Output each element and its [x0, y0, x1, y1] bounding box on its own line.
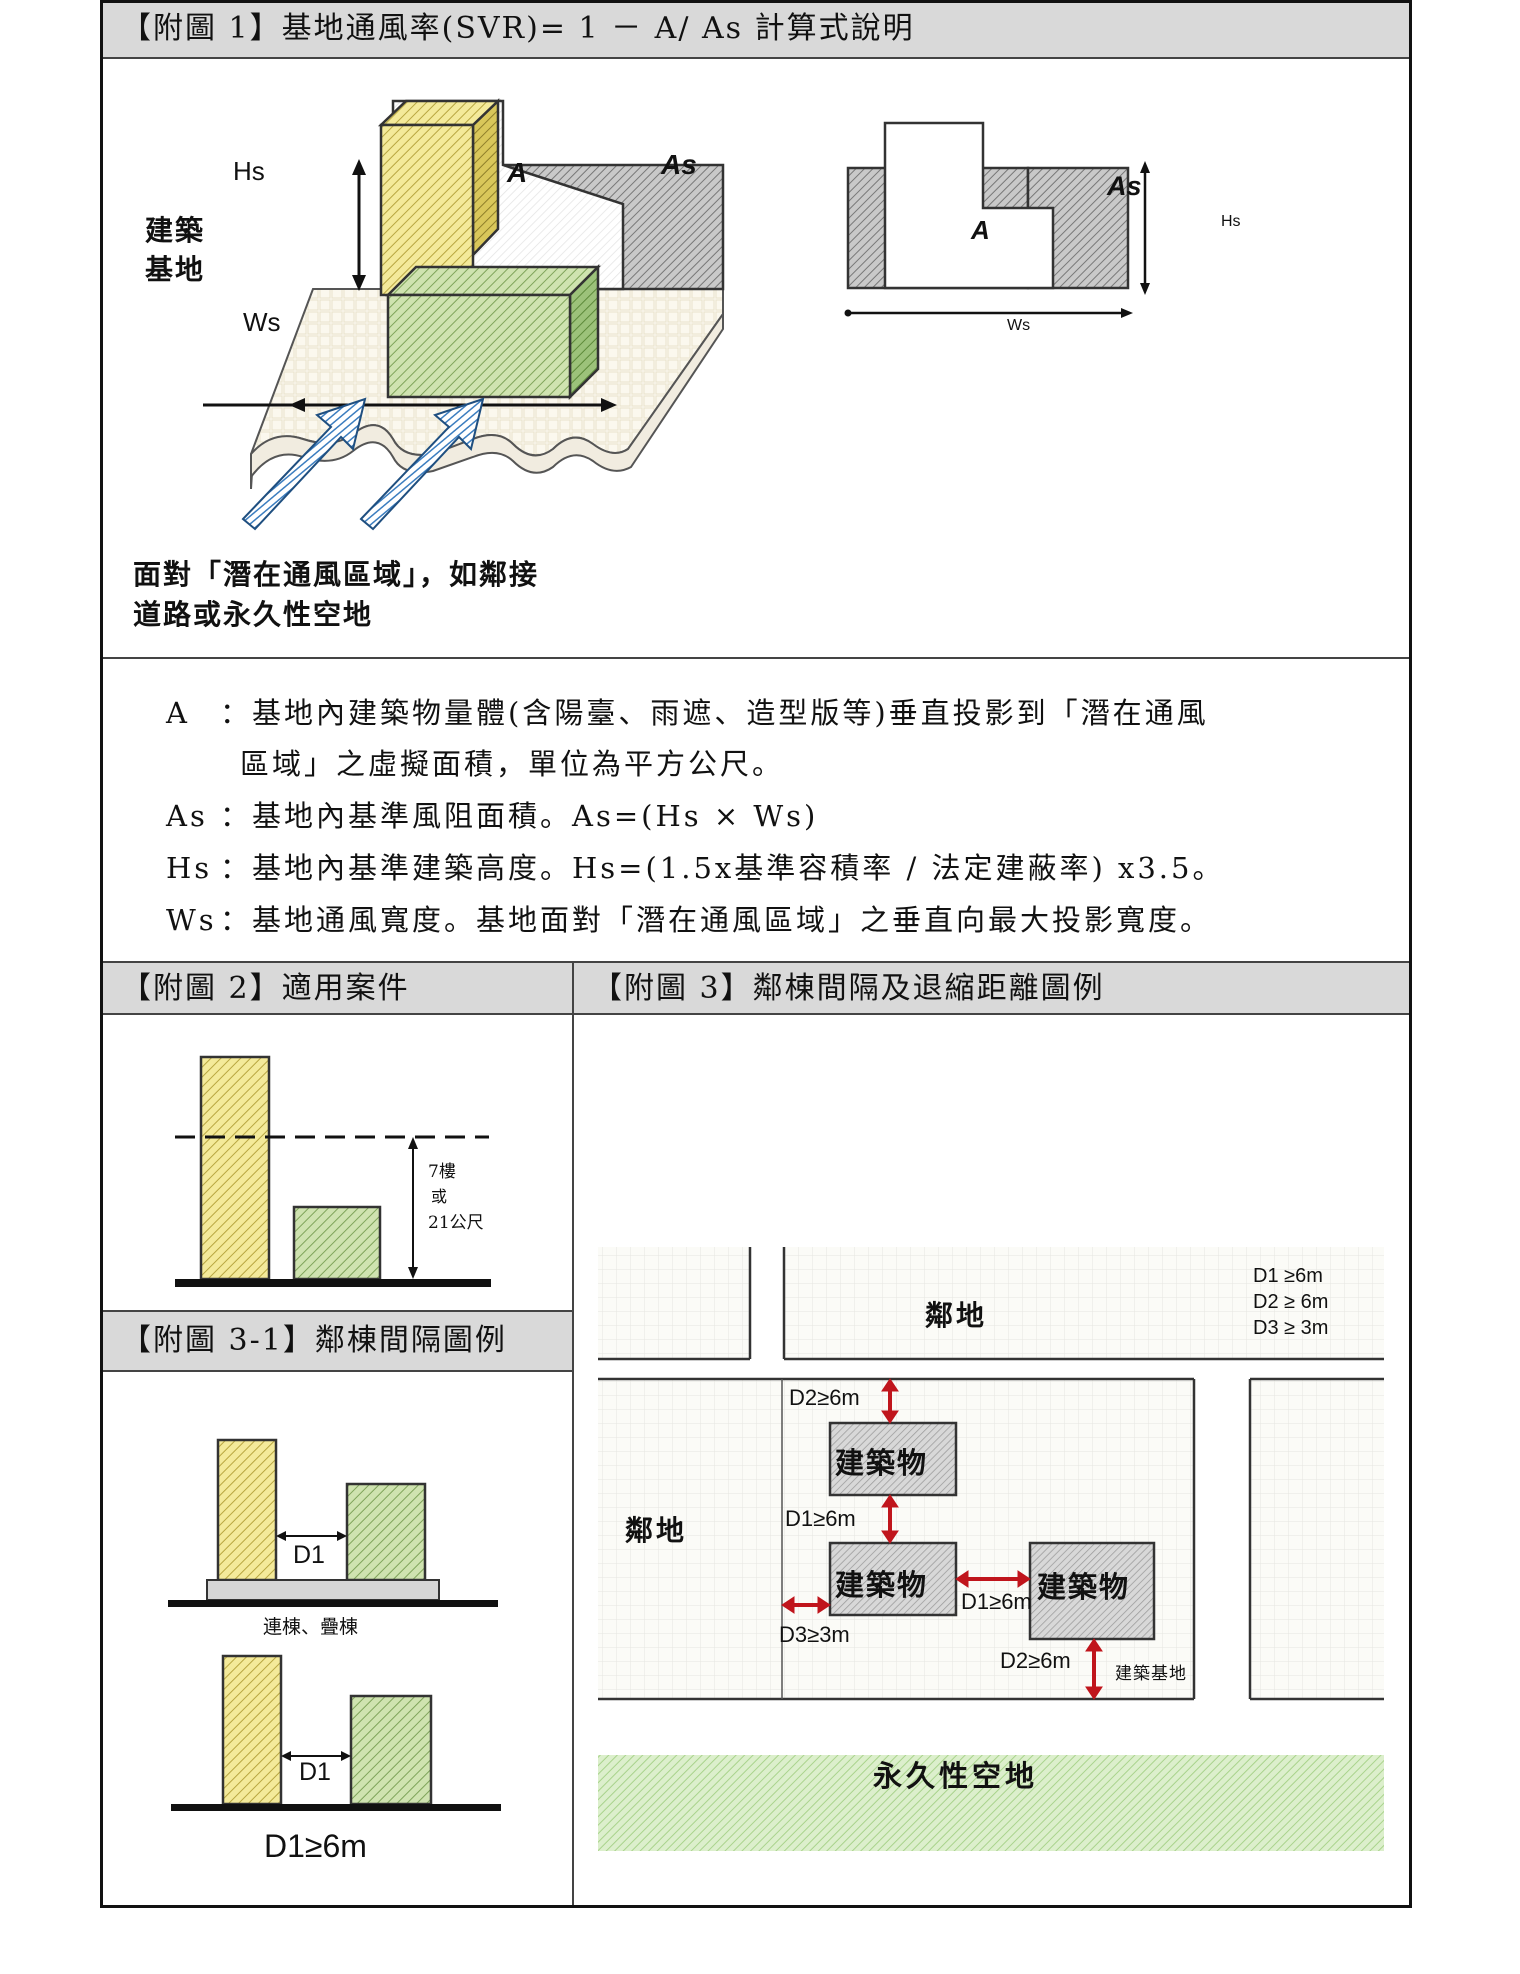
fig31-header: 【附圖 3-1】鄰棟間隔圖例 [103, 1310, 572, 1372]
def-as: As ：基地內基準風阻面積。As=(Hs × Ws) [166, 793, 818, 835]
fig3-site-plan [598, 1247, 1384, 1851]
fig3-d2-bottom-label: D2≥6m [1000, 1648, 1071, 1673]
fig3-building-2-label: 建築物 [835, 1568, 929, 1602]
fig3-arrow-d3-left [781, 1596, 831, 1614]
fig1-label-hs: Hs [233, 156, 265, 186]
fig3-building-3-label: 建築物 [1037, 1570, 1131, 1604]
low-building-top [384, 265, 602, 297]
fig1-elev-label-a: A [971, 215, 990, 245]
fig3-neighbor-left [598, 1379, 782, 1699]
def-hs-term: Hs [166, 851, 213, 885]
fig1-label-a: A [507, 157, 528, 188]
fig31-diagram [168, 1438, 501, 1811]
wind-arrow-2 [359, 397, 485, 531]
fig1-3d-diagram [203, 98, 725, 531]
def-as-text: ：基地內基準風阻面積。As=(Hs × Ws) [220, 799, 819, 833]
fig1-elev-label-hs: Hs [1221, 213, 1241, 230]
def-hs-text: ：基地內基準建築高度。Hs=(1.5x基準容積率 / 法定建蔽率) x3.5。 [220, 851, 1225, 885]
fig1-header: 【附圖 1】基地通風率(SVR)= 1 － A/ As 計算式說明 [103, 3, 1409, 59]
fig3-d2-top-label: D2≥6m [789, 1385, 860, 1410]
fig3-arrow-d2-top [881, 1378, 899, 1424]
fig31-d1-top: D1 [293, 1541, 325, 1569]
fig3-neighbor-top [784, 1247, 1384, 1359]
fig3-header: 【附圖 3】鄰棟間隔及退縮距離圖例 [574, 963, 1409, 1015]
fig1-label-as: As [661, 149, 697, 180]
def-a-term: A [166, 696, 190, 730]
divider-defs-fig2 [103, 961, 1409, 963]
figure-frame: 【附圖 1】基地通風率(SVR)= 1 － A/ As 計算式說明 [100, 0, 1412, 1908]
fig2-tall-building [199, 1055, 271, 1281]
tall-building-side [471, 98, 500, 259]
def-a-text: ：基地內建築物量體(含陽臺、雨遮、造型版等)垂直投影到「潛在通風 [220, 696, 1209, 730]
fig3-legend: D1 ≥6m D2 ≥ 6m D3 ≥ 3m [1253, 1263, 1328, 1341]
fig3-building-3 [1028, 1541, 1156, 1641]
wind-arrow-1 [241, 397, 367, 531]
fig31-base-caption: 連棟、疊棟 [263, 1616, 359, 1638]
fig1-site-label-2: 基地 [145, 253, 206, 286]
def-a-cont: 區域」之虛擬面積，單位為平方公尺。 [240, 741, 784, 783]
fig31-top-right-building [345, 1482, 427, 1582]
fig31-bottom-right-building [349, 1694, 433, 1806]
fig31-bottom-ground [171, 1804, 501, 1811]
fig2-height-2: 或 [431, 1187, 448, 1206]
def-ws-term: Ws [166, 903, 217, 937]
fig2-height-3: 21公尺 [428, 1213, 484, 1233]
fig3-site-label: 建築基地 [1115, 1664, 1187, 1684]
fig2-diagram [175, 1055, 491, 1287]
fig3-d1-horizontal-label: D1≥6m [961, 1589, 1032, 1614]
def-as-term: As [166, 799, 208, 833]
fig2-header: 【附圖 2】適用案件 [103, 963, 572, 1015]
fig1-label-ws: Ws [243, 307, 281, 337]
fig3-neighbor-top-label: 鄰地 [925, 1299, 988, 1332]
fig31-d1-bottom: D1 [299, 1758, 331, 1786]
fig3-open-space [598, 1755, 1384, 1851]
def-ws-text: ：基地通風寬度。基地面對「潛在通風區域」之垂直向最大投影寬度。 [220, 903, 1213, 937]
fig1-elev-label-as: As [1107, 171, 1142, 201]
elevation-a-area [883, 121, 1055, 290]
fig3-neighbor-left-label: 鄰地 [625, 1514, 688, 1547]
fig3-open-space-label: 永久性空地 [873, 1759, 1039, 1793]
def-a-cont-text: 區域」之虛擬面積，單位為平方公尺。 [240, 747, 785, 781]
fig3-d1-vertical-label: D1≥6m [785, 1506, 856, 1531]
fig2-low-building [292, 1205, 382, 1281]
fig31-top-left-building [216, 1438, 278, 1582]
fig3-d3-left-label: D3≥3m [779, 1622, 850, 1647]
def-ws: Ws：基地通風寬度。基地面對「潛在通風區域」之垂直向最大投影寬度。 [166, 897, 1212, 939]
fig3-building-1 [828, 1421, 958, 1497]
fig3-arrow-d1-vertical [881, 1494, 899, 1544]
fig3-legend-d1: D1 ≥6m [1253, 1265, 1323, 1287]
fig1-site-label-1: 建築 [145, 214, 206, 247]
site-ground-front [250, 310, 724, 481]
fig3-building-1-label: 建築物 [835, 1446, 929, 1480]
fig1-elev-label-ws: Ws [1007, 317, 1031, 334]
fig31-top-ground [168, 1600, 498, 1607]
fig31-bottom-left-building [221, 1654, 283, 1806]
divider-fig1-defs [103, 657, 1409, 659]
fig2-height-1: 7樓 [428, 1162, 456, 1182]
fig3-arrow-d1-horizontal [955, 1570, 1031, 1588]
column-divider [572, 963, 574, 1905]
fig3-arrow-d2-bottom [1085, 1638, 1103, 1700]
fig3-legend-d3: D3 ≥ 3m [1253, 1317, 1329, 1339]
fig2-ground [175, 1279, 491, 1287]
fig1-caption-1: 面對「潛在通風區域」，如鄰接 [133, 558, 540, 591]
fig1-elevation-diagram [844, 121, 1150, 318]
def-a: A ：基地內建築物量體(含陽臺、雨遮、造型版等)垂直投影到「潛在通風 [166, 690, 1209, 732]
low-building-front [386, 293, 572, 399]
fig31-podium [206, 1579, 440, 1601]
fig3-legend-d2: D2 ≥ 6m [1253, 1291, 1329, 1313]
def-hs: Hs：基地內基準建築高度。Hs=(1.5x基準容積率 / 法定建蔽率) x3.5… [166, 845, 1224, 887]
fig31-rule: D1≥6m [264, 1828, 367, 1864]
fig1-caption-2: 道路或永久性空地 [133, 598, 374, 631]
